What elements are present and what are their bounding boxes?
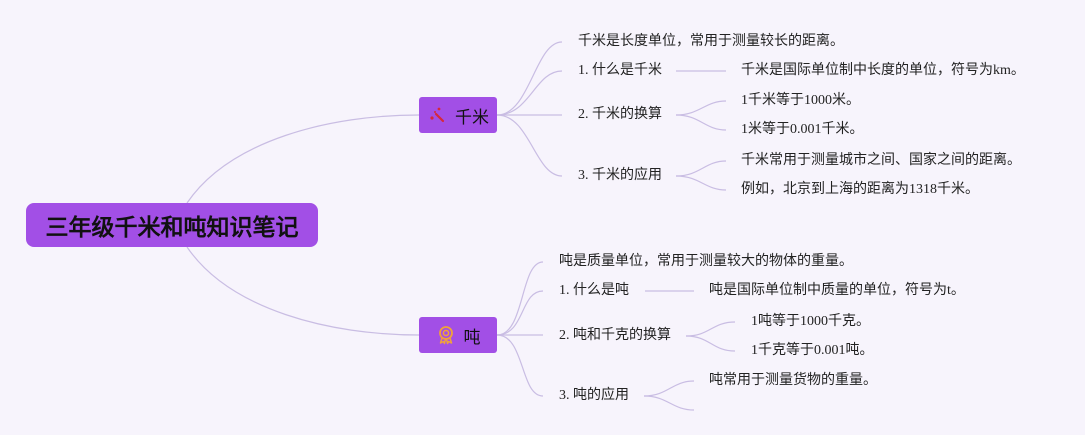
topic-kilometer[interactable]: 千米: [419, 97, 497, 133]
topic-ton[interactable]: 吨: [419, 317, 497, 353]
topic-label: 千米: [455, 107, 489, 128]
km-definition[interactable]: 千米是长度单位，常用于测量较长的距离。: [578, 34, 844, 49]
root-node[interactable]: 三年级千米和吨知识笔记: [26, 203, 318, 247]
link-ton-3: [496, 334, 544, 397]
link-km-0: [496, 41, 563, 116]
link-root-ton: [186, 246, 420, 336]
link-ton-2-1: [685, 335, 736, 352]
ton-conversion-detail[interactable]: 1千克等于0.001吨。: [751, 343, 874, 358]
link-ton-0: [496, 261, 544, 336]
magic-wand-icon: [430, 107, 445, 123]
km-conversion-detail[interactable]: 1千米等于1000米。: [741, 93, 860, 108]
km-conversion-detail[interactable]: 1米等于0.001千米。: [741, 122, 864, 137]
km-application-detail[interactable]: 例如，北京到上海的距离为1318千米。: [741, 182, 979, 197]
km-conversion[interactable]: 2. 千米的换算: [578, 107, 662, 122]
link-ton-1: [496, 290, 544, 336]
km-what-is[interactable]: 1. 什么是千米: [578, 63, 662, 78]
link-ton-3-0: [643, 380, 695, 397]
link-km-3-0: [675, 160, 727, 177]
topic-label: 吨: [463, 327, 481, 348]
km-what-is-detail[interactable]: 千米是国际单位制中长度的单位，符号为km。: [741, 63, 1025, 78]
ton-what-is-detail[interactable]: 吨是国际单位制中质量的单位，符号为t。: [709, 283, 965, 298]
award-medal-icon: [438, 326, 453, 345]
link-km-3: [496, 114, 563, 177]
km-application[interactable]: 3. 千米的应用: [578, 168, 662, 183]
link-km-2-0: [675, 100, 727, 116]
root-title: 三年级千米和吨知识笔记: [45, 215, 299, 241]
ton-what-is[interactable]: 1. 什么是吨: [559, 283, 629, 298]
link-root-km: [186, 114, 420, 204]
link-km-1: [496, 70, 563, 116]
link-km-3-1: [675, 175, 727, 191]
ton-conversion[interactable]: 2. 吨和千克的换算: [559, 328, 671, 343]
ton-definition[interactable]: 吨是质量单位，常用于测量较大的物体的重量。: [559, 254, 853, 269]
ton-conversion-detail[interactable]: 1吨等于1000千克。: [751, 314, 870, 329]
km-application-detail[interactable]: 千米常用于测量城市之间、国家之间的距离。: [741, 153, 1021, 168]
link-km-2-1: [675, 114, 727, 131]
ton-application[interactable]: 3. 吨的应用: [559, 388, 629, 403]
ton-application-detail[interactable]: 吨常用于测量货物的重量。: [709, 373, 877, 388]
link-ton-3-1: [643, 395, 695, 411]
link-ton-2-0: [685, 321, 736, 337]
